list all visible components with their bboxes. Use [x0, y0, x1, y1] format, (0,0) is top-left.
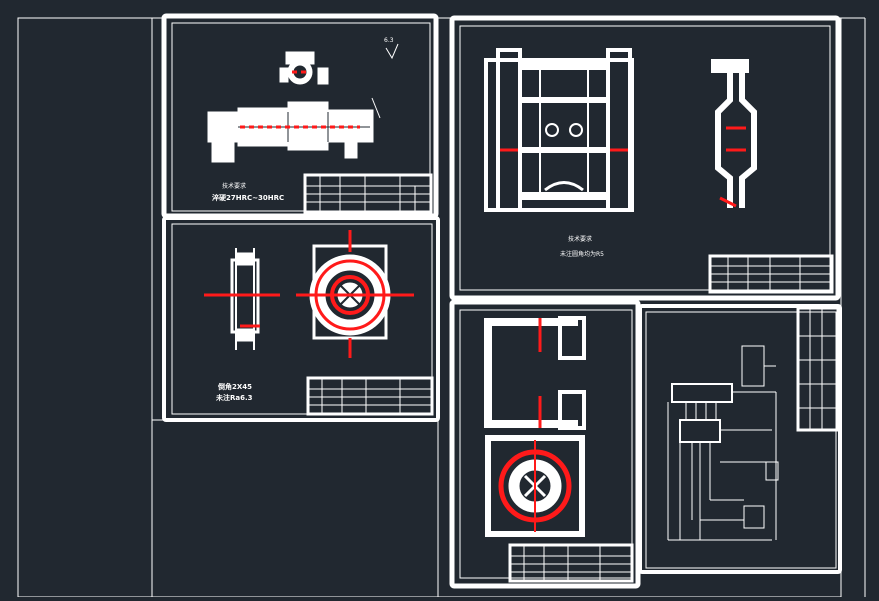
side-bracket-redmarks	[719, 126, 746, 208]
roughness-note-mid-left: 未注Ra6.3	[216, 394, 253, 402]
title-block-mid-left	[306, 376, 434, 416]
note-title-right-top: 技术要求	[568, 236, 593, 243]
note-line-top-left: 淬硬27HRC~30HRC	[212, 194, 285, 202]
press-frame-assembly	[484, 48, 634, 212]
circuit-wiring	[667, 345, 779, 541]
title-block-circuit	[796, 306, 840, 432]
sheet-top-left	[161, 13, 439, 219]
note-title-top-left: 技术要求	[222, 183, 247, 190]
shaft-centerline	[240, 70, 360, 129]
sheet-right-bottom	[449, 299, 641, 589]
sheet-circuit	[638, 304, 842, 574]
bracket-c-part	[484, 316, 586, 430]
title-block-right-top	[708, 254, 834, 294]
side-bracket	[711, 59, 757, 208]
square-flange-part	[485, 435, 585, 537]
flange-centerlines	[204, 230, 414, 358]
title-block-top-left	[303, 173, 433, 214]
roughness-top-left: 6.3	[384, 37, 394, 44]
sheet-mid-left	[162, 216, 440, 422]
chamfer-note-mid-left: 倒角2X45	[218, 383, 253, 391]
note-line-right-top: 未注圆角均为R5	[560, 251, 604, 258]
title-block-right-bottom	[508, 543, 634, 583]
sheet-right-top	[449, 15, 841, 301]
